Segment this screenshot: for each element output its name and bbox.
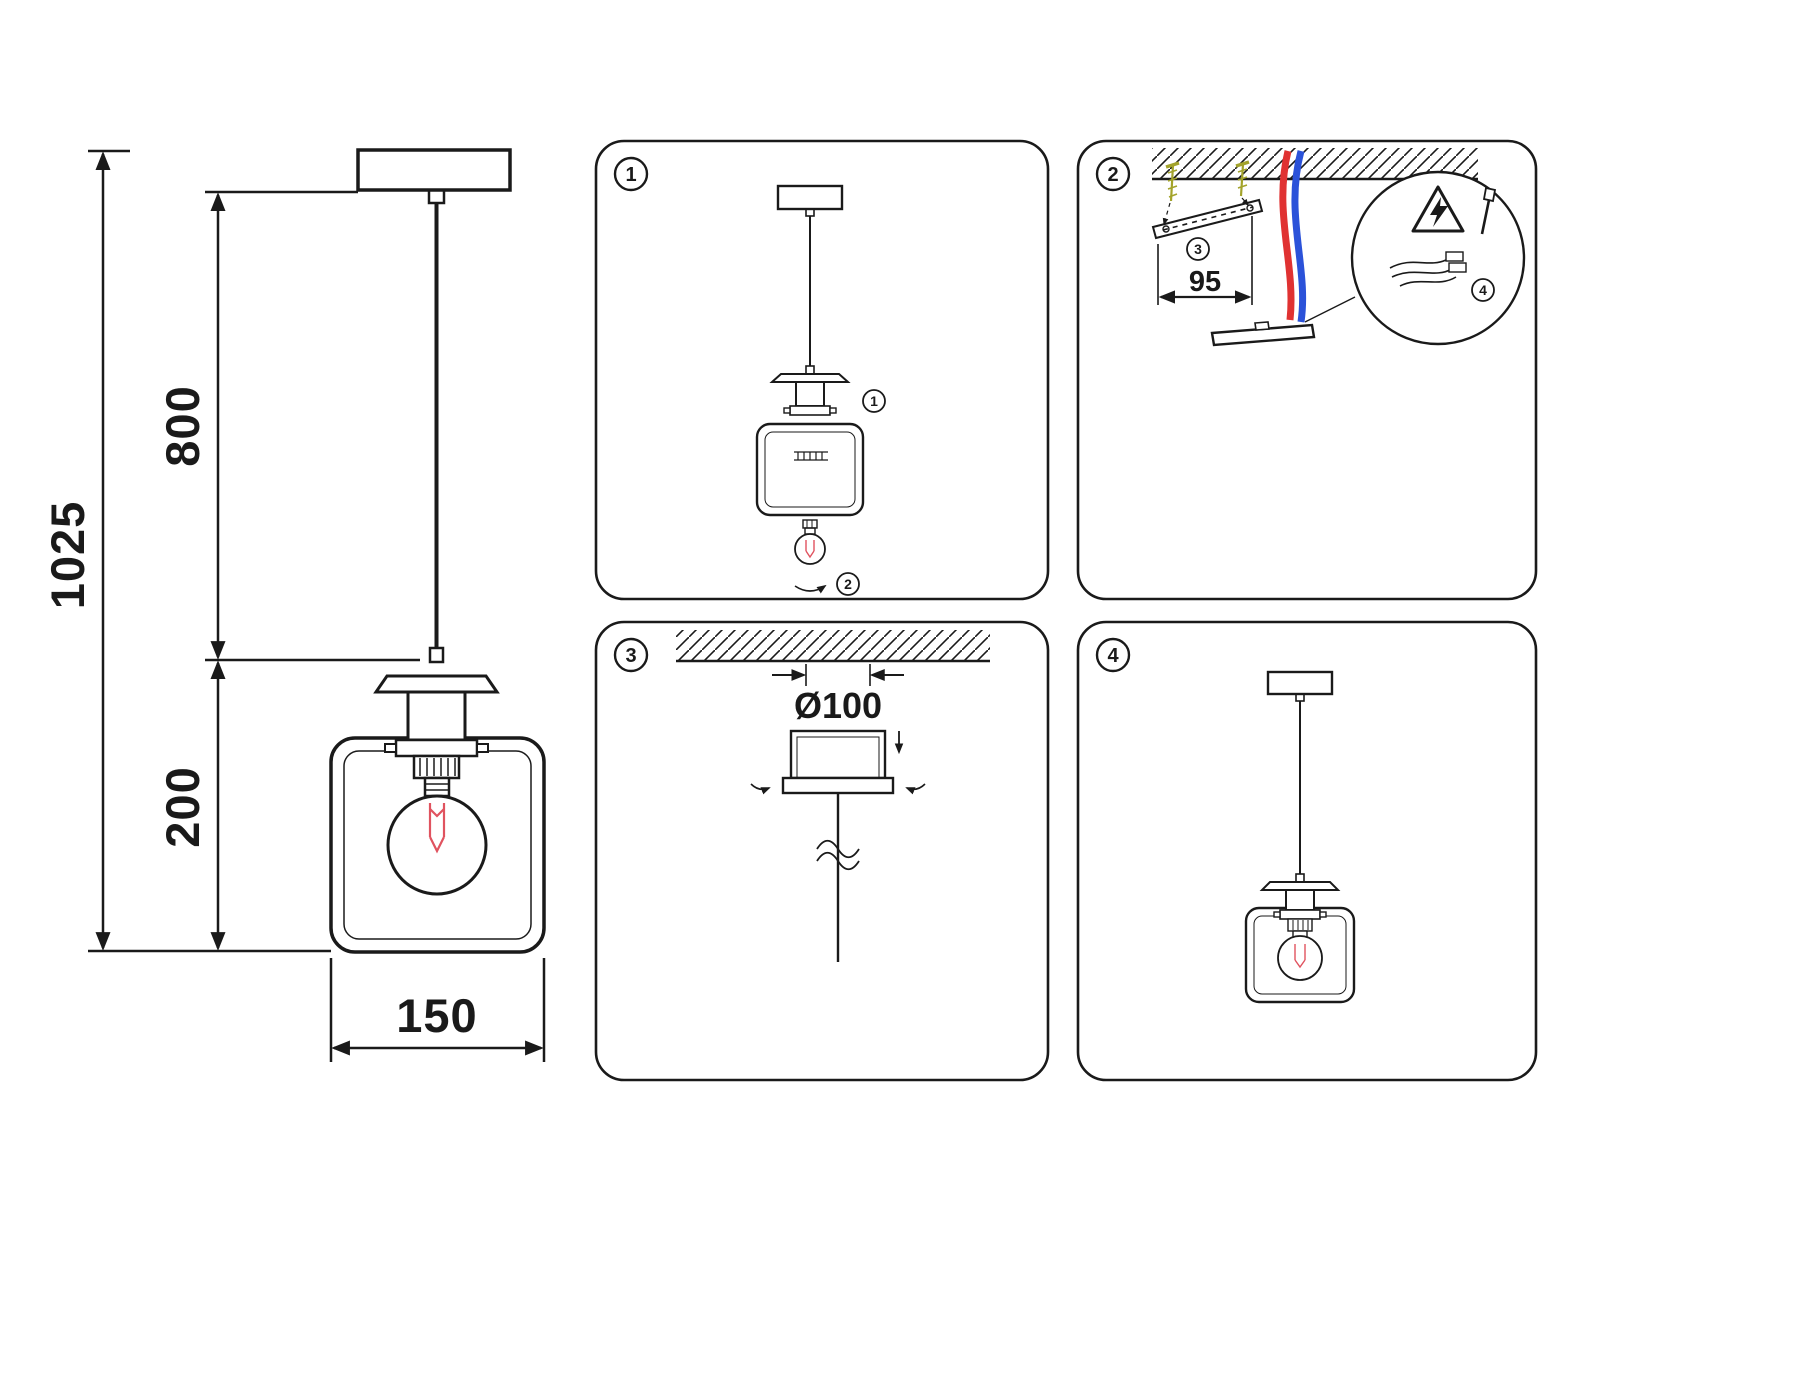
p4-bolt-left — [1273, 911, 1281, 918]
p4-bolt-right — [1319, 911, 1327, 918]
ceiling-canopy — [356, 148, 512, 192]
dim-total-label: 1025 — [41, 501, 94, 610]
panel-1: 1 — [594, 139, 1050, 601]
p1-connector — [805, 365, 815, 375]
p4-bulb-filament — [1294, 944, 1306, 969]
p2-plate-nub — [1254, 321, 1270, 331]
panel-1-number-badge — [613, 156, 649, 192]
socket-body — [406, 690, 467, 742]
lightning-bolt-icon — [1430, 197, 1448, 227]
p1-socket — [795, 381, 825, 407]
p4-bulb — [1277, 935, 1323, 981]
warning-triangle-icon — [1411, 185, 1465, 233]
p2-mounting-bracket — [1151, 198, 1264, 240]
panel-4-border — [1076, 620, 1538, 1082]
p1-step2-badge — [836, 572, 860, 596]
panel-3-border — [594, 620, 1050, 1082]
p1-bulb-filament — [805, 540, 815, 559]
p4-connector — [1295, 873, 1305, 883]
socket-thread — [412, 754, 461, 780]
p1-exploded-bulb — [794, 519, 826, 565]
p1-holder-plate — [769, 373, 851, 383]
p2-dim-bracket-label: 95 — [1189, 266, 1221, 298]
p3-canopy-cup — [781, 729, 895, 795]
p1-clamp-through-glass — [794, 451, 828, 461]
p1-step1-label: 1 — [870, 393, 878, 409]
p3-rotate-right-arrow — [905, 783, 926, 795]
dimension-lines — [88, 149, 546, 1062]
p2-screw-left-leader — [1162, 202, 1171, 226]
p3-dim-canopy-label: Ø100 — [794, 685, 882, 726]
clamp-bolt-right — [476, 743, 489, 753]
p4-clamp — [1279, 909, 1321, 920]
panel-4-number-badge — [1095, 637, 1131, 673]
p1-rotate-arrow — [794, 584, 827, 594]
dim-shade-height-label: 200 — [156, 766, 209, 847]
panel-4: 4 — [1076, 620, 1538, 1082]
p2-screw-left — [1165, 161, 1180, 202]
panel-1-number: 1 — [625, 164, 636, 186]
p4-socket-thread — [1287, 918, 1313, 932]
p3-break-mark — [816, 839, 860, 859]
p1-shade-outer — [755, 422, 865, 517]
p3-break-mark-2 — [816, 851, 860, 871]
dim-cord-label: 800 — [156, 385, 209, 466]
panel-4-finished-lamp — [1244, 670, 1356, 1004]
panel-3-number-badge — [613, 637, 649, 673]
shade-clamp — [394, 738, 479, 758]
p2-step3-badge — [1186, 237, 1210, 261]
p2-step4-label: 4 — [1479, 282, 1487, 298]
p1-clamp — [789, 405, 831, 416]
panel-2: 2 3 95 — [1076, 139, 1538, 601]
panel-1-lamp-assembly — [755, 184, 865, 594]
p1-step1-badge — [862, 389, 886, 413]
p4-holder-plate — [1259, 881, 1341, 891]
bulb — [386, 794, 488, 896]
p1-step2-label: 2 — [844, 576, 852, 592]
canopy-stem — [427, 188, 446, 205]
clamp-bolt-left — [384, 743, 397, 753]
p1-bolt-left — [783, 407, 791, 414]
main-dimension-drawing — [329, 148, 546, 954]
panel-2-number: 2 — [1107, 164, 1118, 186]
p1-shade-inner — [764, 431, 856, 508]
panel-3-number: 3 — [625, 645, 636, 667]
p2-step3-label: 3 — [1194, 241, 1202, 257]
panel-3: 3 Ø100 — [594, 620, 1050, 1082]
panel-2-number-badge — [1095, 156, 1131, 192]
p1-bulb — [794, 533, 826, 565]
p2-callout-line — [1304, 296, 1356, 323]
bulb-filament — [428, 803, 446, 854]
cord-connector — [428, 646, 445, 664]
p3-ceiling-hatch — [676, 630, 990, 661]
p2-screw-right-leader — [1241, 197, 1249, 207]
p2-magnifier — [1350, 170, 1526, 346]
bulb-neck — [423, 776, 451, 798]
screwdriver-icon — [1480, 186, 1497, 235]
p3-rotate-left-arrow — [750, 783, 771, 795]
dim-shade-width-label: 150 — [396, 989, 477, 1042]
p2-canopy-plate — [1210, 323, 1316, 347]
p2-step4-badge — [1471, 278, 1495, 302]
p3-hole-dimension — [772, 664, 904, 686]
p2-bracket-dimension — [1157, 216, 1253, 305]
p4-socket — [1285, 889, 1315, 911]
p2-wire-blue — [1291, 150, 1307, 323]
p2-screw-right — [1235, 160, 1250, 197]
panel-1-border — [594, 139, 1050, 601]
p1-bolt-right — [829, 407, 837, 414]
p2-wire-connection — [1389, 251, 1467, 287]
panel-4-number: 4 — [1107, 645, 1119, 667]
holder-plate — [373, 674, 500, 694]
p2-wire-red — [1279, 150, 1295, 321]
